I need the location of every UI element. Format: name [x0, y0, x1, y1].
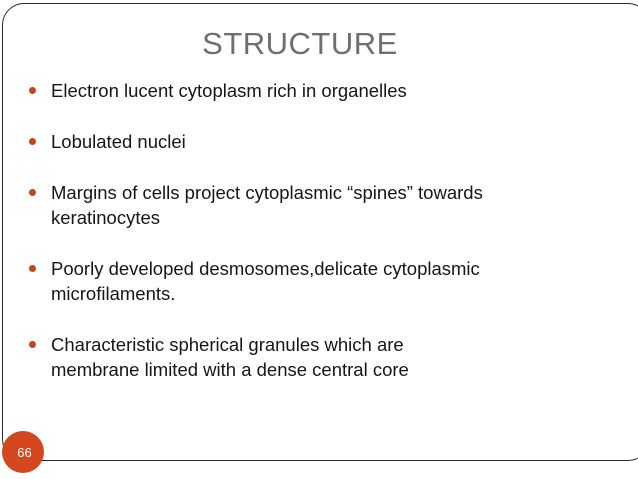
list-item: Margins of cells project cytoplasmic “sp…	[26, 180, 606, 230]
list-item: Characteristic spherical granules which …	[26, 332, 606, 382]
bullet-dot-icon	[29, 341, 36, 348]
list-item-text: Characteristic spherical granules which …	[51, 334, 409, 380]
page-number-badge: 66	[2, 431, 44, 473]
list-item: Poorly developed desmosomes,delicate cyt…	[26, 256, 606, 306]
bullet-list: Electron lucent cytoplasm rich in organe…	[26, 78, 606, 382]
bullet-dot-icon	[29, 189, 36, 196]
bullet-dot-icon	[29, 265, 36, 272]
list-item: Electron lucent cytoplasm rich in organe…	[26, 78, 606, 103]
list-item-text: Lobulated nuclei	[51, 131, 186, 152]
page-number-text: 66	[17, 444, 32, 460]
bullet-dot-icon	[29, 138, 36, 145]
list-item: Lobulated nuclei	[26, 129, 606, 154]
page-title: STRUCTURE	[202, 26, 398, 61]
list-item-text: Margins of cells project cytoplasmic “sp…	[51, 182, 483, 228]
slide-frame	[2, 3, 638, 461]
bullet-dot-icon	[29, 87, 36, 94]
list-item-text: Poorly developed desmosomes,delicate cyt…	[51, 258, 480, 304]
list-item-text: Electron lucent cytoplasm rich in organe…	[51, 80, 407, 101]
